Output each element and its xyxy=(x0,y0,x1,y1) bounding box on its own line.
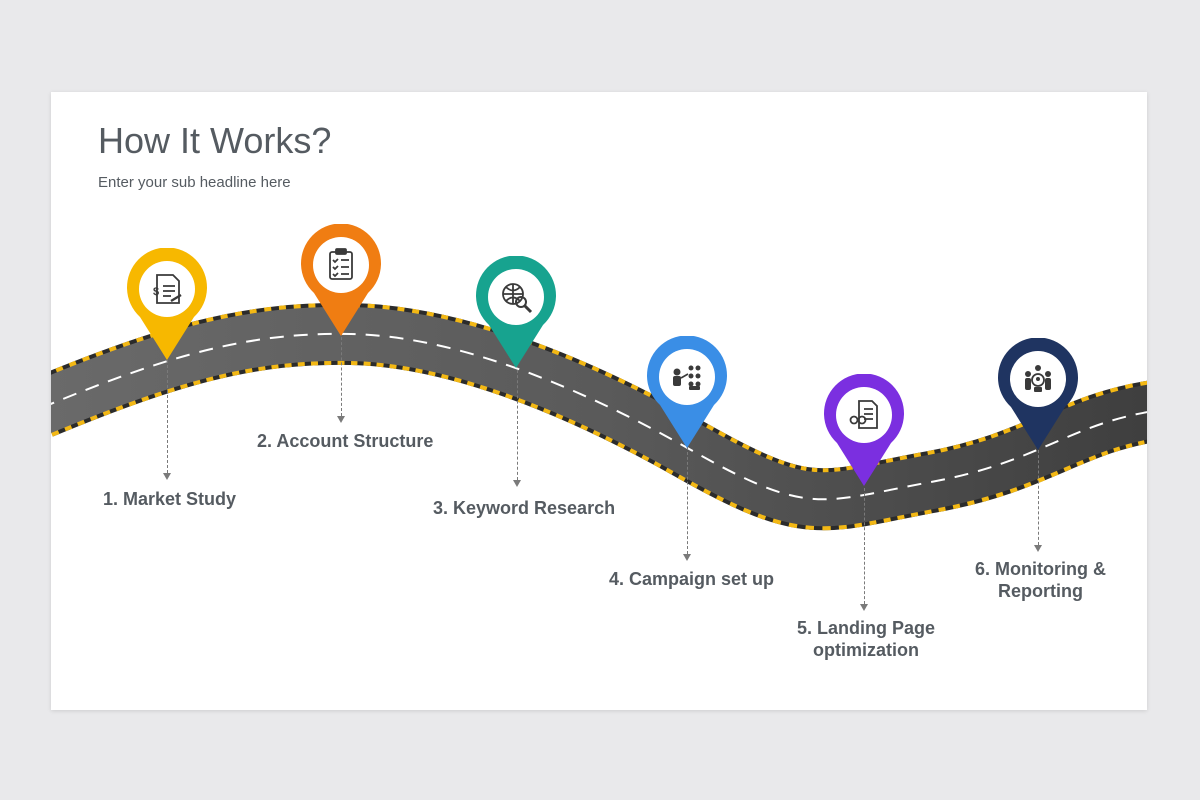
invoice-document-icon: $ xyxy=(153,274,182,304)
road-surface xyxy=(51,306,1147,527)
arrow-5 xyxy=(860,604,868,611)
arrow-1 xyxy=(163,473,171,480)
step-label-2: 2. Account Structure xyxy=(257,431,434,451)
step-label-6: 6. Monitoring &Reporting xyxy=(975,559,1106,601)
page-subtitle: Enter your sub headline here xyxy=(98,174,291,191)
road-diagram xyxy=(51,302,1147,531)
pin-keyword-research[interactable] xyxy=(475,256,557,368)
pin-monitoring[interactable] xyxy=(997,338,1079,450)
user-group-icon xyxy=(1025,365,1051,392)
arrow-3 xyxy=(513,480,521,487)
team-presentation-icon xyxy=(673,365,701,390)
arrow-6 xyxy=(1034,545,1042,552)
pin-campaign-setup[interactable] xyxy=(646,336,728,448)
connector-4 xyxy=(687,447,688,554)
slide: How It Works? Enter your sub headline he… xyxy=(51,92,1147,710)
step-label-3: 3. Keyword Research xyxy=(433,498,616,518)
step-label-1: 1. Market Study xyxy=(103,489,237,509)
page-glasses-icon xyxy=(849,400,878,429)
connector-1 xyxy=(167,360,168,473)
page-title: How It Works? xyxy=(98,120,332,161)
connector-3 xyxy=(517,370,518,480)
pin-landing-page[interactable] xyxy=(823,374,905,486)
connector-6 xyxy=(1038,450,1039,545)
clipboard-checklist-icon xyxy=(329,248,353,280)
pin-market-study[interactable]: $ xyxy=(126,248,208,360)
arrow-2 xyxy=(337,416,345,423)
svg-text:$: $ xyxy=(153,286,159,298)
arrow-4 xyxy=(683,554,691,561)
lane-marking xyxy=(51,332,1147,501)
connector-2 xyxy=(341,332,342,416)
step-label-4: 4. Campaign set up xyxy=(609,569,775,589)
globe-search-icon xyxy=(502,283,533,314)
connector-5 xyxy=(864,488,865,604)
pin-account-structure[interactable] xyxy=(300,224,382,336)
